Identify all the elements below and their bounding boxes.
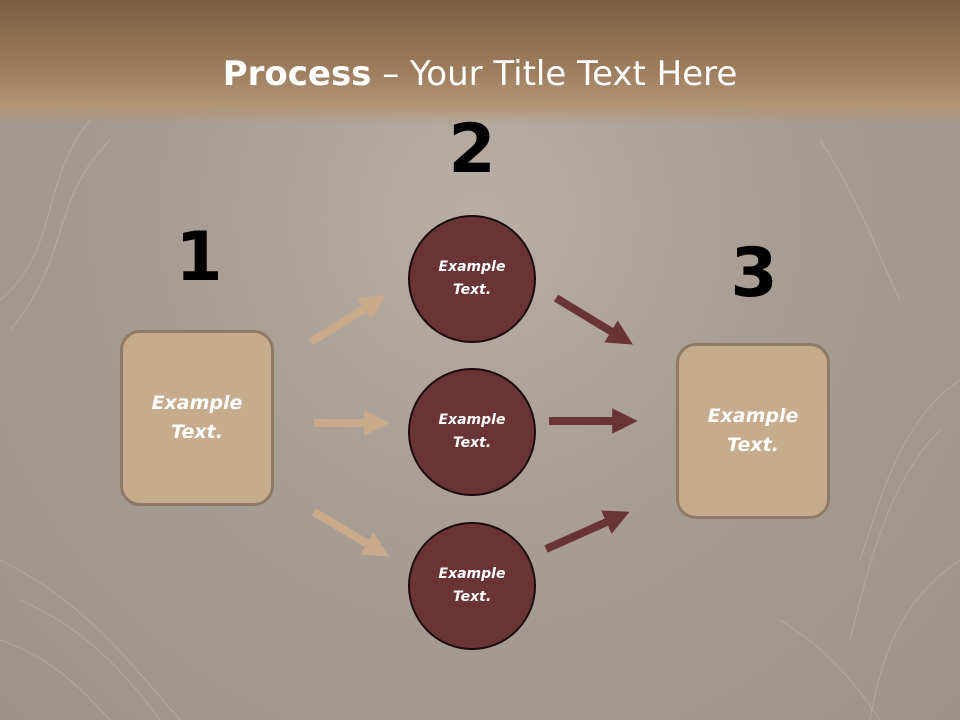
title-rest: – Your Title Text Here xyxy=(371,54,738,94)
process-circle-bottom: Example Text. xyxy=(408,522,536,650)
title-bold: Process xyxy=(222,54,372,94)
page-title: Process – Your Title Text Here xyxy=(0,52,960,96)
process-circle-top: Example Text. xyxy=(408,215,536,343)
arrow-bottom-to-right xyxy=(544,510,630,553)
step-number-1: 1 xyxy=(175,218,223,297)
arrow-left-to-top xyxy=(308,295,386,346)
process-circle-middle: Example Text. xyxy=(408,368,536,496)
circle-label-middle: Example Text. xyxy=(438,412,506,451)
right-process-box: Example Text. xyxy=(676,343,830,519)
left-process-box: Example Text. xyxy=(120,330,274,506)
step-number-3: 3 xyxy=(730,234,778,313)
circle-label-top: Example Text. xyxy=(438,259,506,298)
step-number-2: 2 xyxy=(448,110,496,189)
title-band xyxy=(0,0,960,125)
right-box-label: Example Text. xyxy=(707,405,799,456)
circle-label-bottom: Example Text. xyxy=(438,566,506,605)
arrow-left-to-bottom xyxy=(311,508,390,557)
arrow-top-to-right xyxy=(553,294,633,345)
left-box-label: Example Text. xyxy=(151,392,243,443)
